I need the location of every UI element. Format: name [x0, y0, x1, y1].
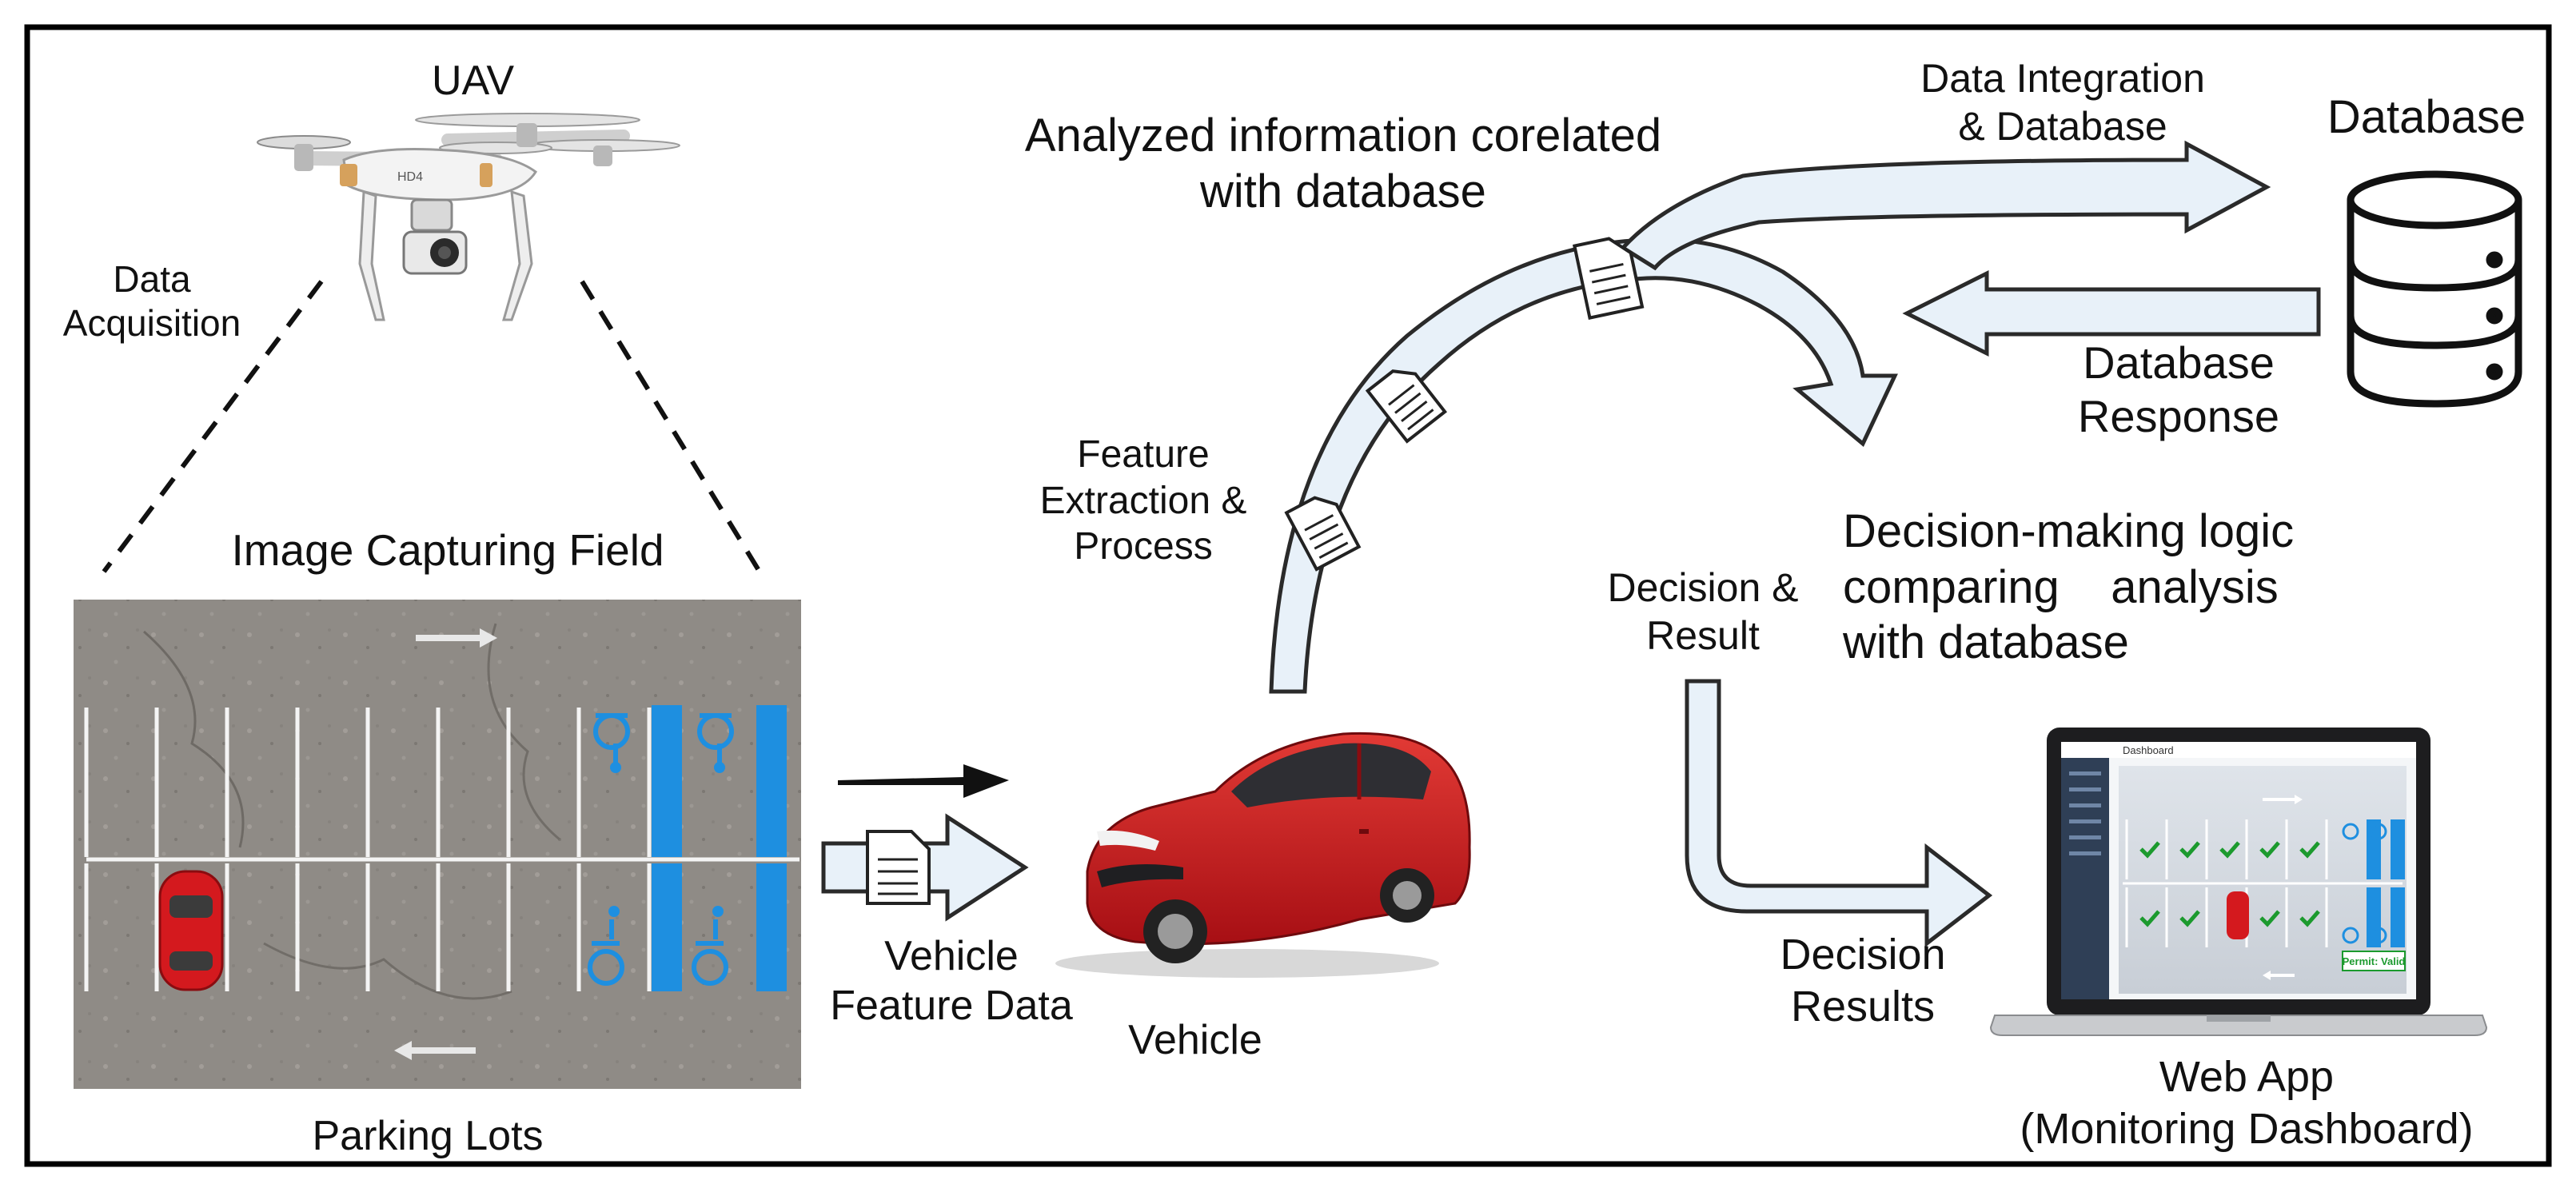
label-decision-results: Decision Results [1780, 931, 1946, 1031]
capture-cone-right [580, 280, 762, 573]
uav-drone-icon: HD4 [257, 113, 680, 321]
analysis-flow-arrow [1269, 140, 2271, 694]
label-parking-lots: Parking Lots [312, 1113, 544, 1159]
label-vehicle: Vehicle [1128, 1017, 1262, 1063]
document-icon-2 [1365, 369, 1448, 444]
check-icons [2139, 841, 2320, 927]
label-database-response: Database Response [2077, 337, 2280, 442]
database-icon [2347, 170, 2522, 408]
label-data-acquisition: Data Acquisition [62, 258, 241, 345]
label-feature-extraction: Feature Extraction & Process [1039, 433, 1247, 568]
capture-cone-left [102, 280, 324, 573]
label-decision-logic: Decision-making logic comparing analysis… [1843, 505, 2295, 669]
document-icon-3 [1572, 237, 1645, 320]
permit-status-badge: Permit: Valid [2343, 955, 2406, 967]
database-response-arrow [1902, 269, 2321, 357]
label-analyzed-info: Analyzed information corelated with data… [1024, 110, 1662, 217]
label-vehicle-feature-data: Vehicle Feature Data [830, 933, 1073, 1030]
document-icon-1 [1284, 496, 1362, 572]
dashboard-title: Dashboard [2123, 744, 2174, 756]
decision-results-arrow [1685, 679, 1993, 948]
label-data-integration: Data Integration & Database [1920, 56, 2205, 149]
label-decision-result: Decision & Result [1607, 565, 1799, 658]
vehicle-car-icon [1055, 732, 1471, 978]
feature-data-arrow [821, 813, 1029, 922]
label-web-app: Web App (Monitoring Dashboard) [2020, 1053, 2474, 1153]
label-image-capturing-field: Image Capturing Field [231, 525, 664, 575]
laptop-dashboard: Dashboard Permit: Valid [1989, 728, 2488, 1036]
label-uav: UAV [432, 58, 515, 104]
label-database: Database [2327, 91, 2526, 143]
document-icon [866, 830, 931, 905]
capture-arrow-icon [838, 764, 1009, 798]
parking-lot-image [74, 600, 801, 1089]
drone-tag: HD4 [397, 170, 423, 184]
